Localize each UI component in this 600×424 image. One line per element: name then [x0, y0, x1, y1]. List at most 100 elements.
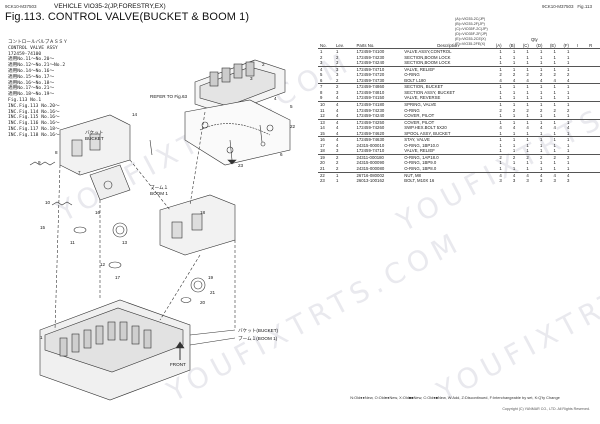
part-number: 172459-74630 [354, 136, 403, 143]
qty-cell: 4 [499, 125, 502, 131]
part-number-index: 8 [320, 89, 323, 95]
qty-cell: 1 [553, 166, 556, 172]
part-number: 172459-74150 [356, 95, 385, 101]
qty-cell: 1 [553, 54, 556, 60]
qty-cell: 2 [493, 153, 508, 161]
ir-cell [574, 65, 588, 73]
qty-cell: 1 [553, 60, 556, 66]
part-number: 172459-74710 [356, 148, 385, 154]
qty-cell: 1 [561, 48, 575, 55]
part-description: O-RING [404, 107, 420, 113]
refer-label: REFER TO Fig.63 [150, 94, 188, 99]
figure-title: Fig.113. CONTROL VALVE(BUCKET & BOOM 1) [5, 11, 250, 23]
callout-number: 14 [132, 112, 138, 117]
ir-cell [575, 178, 587, 184]
qty-cell: 1 [567, 89, 570, 95]
qty-cell: 1 [499, 148, 502, 154]
qty-cell: 1 [534, 136, 548, 143]
copyright: Copyright (C) YANMAR CO., LTD. All Right… [502, 407, 590, 411]
callout-number: 21 [210, 290, 216, 295]
qty-cell: 1 [520, 136, 535, 143]
part-level: 2 [335, 160, 339, 166]
qty-cell: 1 [567, 160, 570, 166]
part-level: 3 [335, 148, 339, 154]
qty-cell: 1 [493, 101, 508, 108]
part-description: SECTION,BOOM LOCK [404, 60, 451, 66]
qty-cell: 1 [526, 113, 529, 119]
qty-cell: 1 [520, 83, 535, 90]
part-description: NUT, M8 [402, 171, 494, 179]
qty-cell: 4 [561, 171, 575, 179]
part-number-index: 6 [320, 77, 323, 83]
part-description: SWP.HEX.BOLT 5X20 [404, 125, 447, 131]
part-number-index: 7 [318, 83, 334, 90]
part-description: VALVE, REVERSE [404, 95, 441, 101]
part-description: VALVE ASSY,CONTROL [402, 48, 494, 55]
qty-cell: 1 [512, 60, 516, 66]
part-number: 172459-74230 [356, 54, 385, 60]
qty-cell: 1 [534, 83, 548, 90]
part-level: 3 [335, 60, 339, 66]
part-level: 4 [335, 130, 339, 136]
qty-cell: 1 [567, 113, 570, 119]
qty-cell: 1 [520, 48, 535, 55]
qty-cell: 3 [553, 178, 556, 184]
qty-cell: 1 [520, 118, 535, 126]
part-description: SPOOL ASSY, BUCKET [404, 130, 451, 136]
qty-cell: 1 [540, 130, 543, 136]
ir-cell [587, 118, 600, 126]
part-level: 2 [335, 54, 339, 60]
qty-cell: 4 [553, 77, 556, 83]
note-line: 適用No.18～No.19～ [8, 92, 55, 98]
part-level: 1 [333, 171, 355, 179]
qty-cell: 1 [540, 160, 543, 166]
ir-cell [574, 136, 588, 143]
qty-cell: 1 [499, 95, 502, 101]
qty-col-c: (C) [520, 42, 535, 50]
exploded-diagram [29, 59, 291, 401]
vehicle-code: (B)=VIO35-2F(JP) [455, 22, 485, 26]
part-description: O-RING, 1BP10.0 [404, 142, 439, 148]
qty-cell: 4 [534, 171, 548, 179]
note-line: 適用No.14～No.16～ [8, 68, 55, 74]
qty-cell: 1 [512, 160, 516, 166]
qty-cell: 1 [540, 148, 543, 154]
note-line: INC.Fig.115 No.16～ [8, 115, 60, 121]
ir-cell [574, 153, 588, 161]
qty-cell: 3 [526, 178, 529, 184]
qty-cell: 2 [520, 153, 535, 161]
front-label: FRONT [170, 362, 186, 367]
qty-cell: 1 [493, 118, 508, 126]
qty-cell: 1 [512, 166, 516, 172]
part-description: VALVE, RELIEF [402, 65, 494, 73]
qty-cell: 1 [561, 136, 575, 143]
part-description: BOLT L180 [404, 77, 426, 83]
callout-number: 9 [38, 160, 41, 165]
qty-cell: 1 [561, 83, 575, 90]
callout-number: 10 [45, 200, 51, 205]
col-no-header: No. [318, 42, 334, 50]
